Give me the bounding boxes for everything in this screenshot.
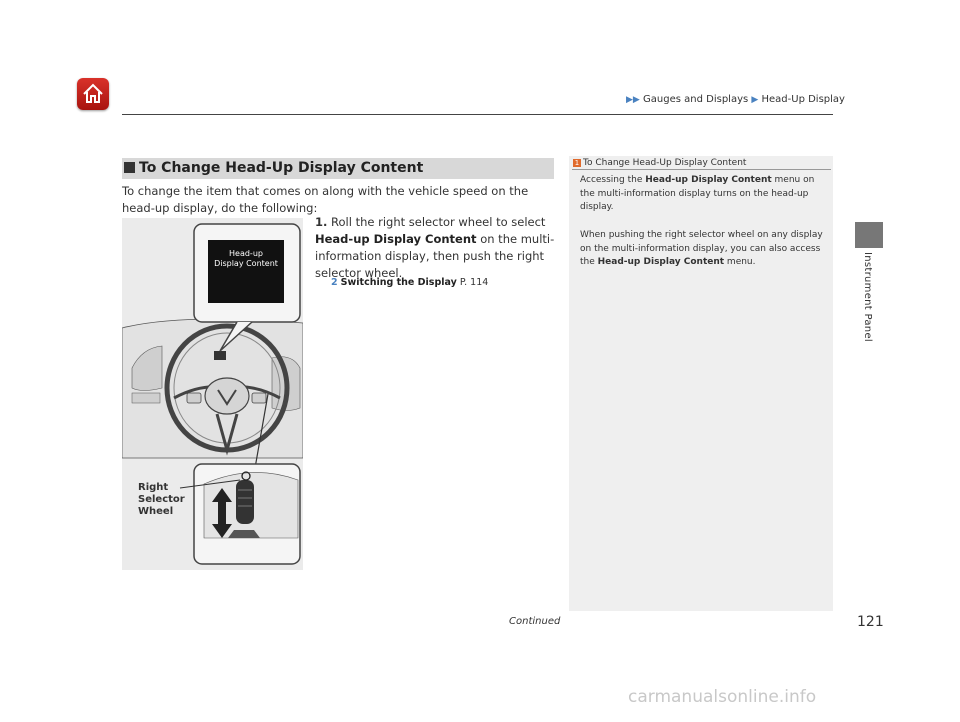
mid-screen-text: Head-up Display Content bbox=[214, 249, 278, 268]
sidebar-paragraph-1: Accessing the Head-up Display Content me… bbox=[580, 174, 828, 215]
cross-reference[interactable]: 2 Switching the Display P. 114 bbox=[331, 277, 488, 288]
sidebar-title-text: To Change Head-Up Display Content bbox=[583, 158, 747, 168]
xref-arrow-icon: 2 bbox=[331, 277, 338, 288]
sidebar-p2-bold: Head-up Display Content bbox=[597, 257, 725, 267]
breadcrumb-arrow-icon: ▶▶ bbox=[626, 95, 640, 105]
square-bullet-icon bbox=[124, 162, 135, 173]
chapter-tab[interactable] bbox=[855, 222, 883, 248]
xref-label[interactable]: Switching the Display bbox=[340, 277, 457, 288]
xref-page[interactable]: P. 114 bbox=[459, 277, 489, 288]
section-heading-text: To Change Head-Up Display Content bbox=[139, 160, 424, 176]
sidebar-p2-text-c: menu. bbox=[724, 257, 756, 267]
steering-wheel-illustration: Head-up Display Content bbox=[122, 218, 303, 570]
breadcrumb: ▶▶ Gauges and Displays ▶ Head-Up Display bbox=[626, 94, 845, 105]
sidebar-p1-text-a: Accessing the bbox=[580, 175, 646, 185]
note-icon: 1 bbox=[573, 159, 581, 167]
home-button[interactable] bbox=[77, 78, 109, 110]
sidebar-divider bbox=[572, 169, 831, 170]
breadcrumb-arrow-icon: ▶ bbox=[751, 95, 759, 105]
sidebar-paragraph-2: When pushing the right selector wheel on… bbox=[580, 229, 828, 270]
step-text-b: on the multi-information display, then p… bbox=[315, 232, 555, 280]
watermark: carmanualsonline.info bbox=[628, 687, 817, 707]
intro-text: To change the item that comes on along w… bbox=[122, 184, 529, 215]
breadcrumb-hud-link[interactable]: Head-Up Display bbox=[761, 94, 845, 105]
sidebar-p1-bold: Head-up Display Content bbox=[645, 175, 772, 185]
step-number: 1. bbox=[315, 215, 328, 229]
section-heading: To Change Head-Up Display Content bbox=[122, 158, 554, 179]
sidebar-p2-text-a: When pushing the right selector wheel on… bbox=[580, 230, 823, 267]
continued-label: Continued bbox=[509, 616, 561, 627]
step-bold-menu: Head-up Display Content bbox=[315, 232, 477, 246]
right-selector-wheel-label: Right Selector Wheel bbox=[138, 482, 185, 517]
sidebar-p1-text-c: menu on the multi-information display tu… bbox=[580, 175, 815, 212]
step-text-a: Roll the right selector wheel to select bbox=[331, 215, 546, 229]
sidebar-note bbox=[569, 156, 833, 611]
home-icon bbox=[83, 83, 103, 103]
breadcrumb-gauges-link[interactable]: Gauges and Displays bbox=[643, 94, 749, 105]
steering-wheel-drawing bbox=[122, 223, 303, 565]
step-1: 1. Roll the right selector wheel to sele… bbox=[315, 214, 560, 282]
page-number: 121 bbox=[857, 614, 884, 630]
chapter-tab-label: Instrument Panel bbox=[862, 252, 873, 342]
header-divider bbox=[122, 114, 833, 115]
